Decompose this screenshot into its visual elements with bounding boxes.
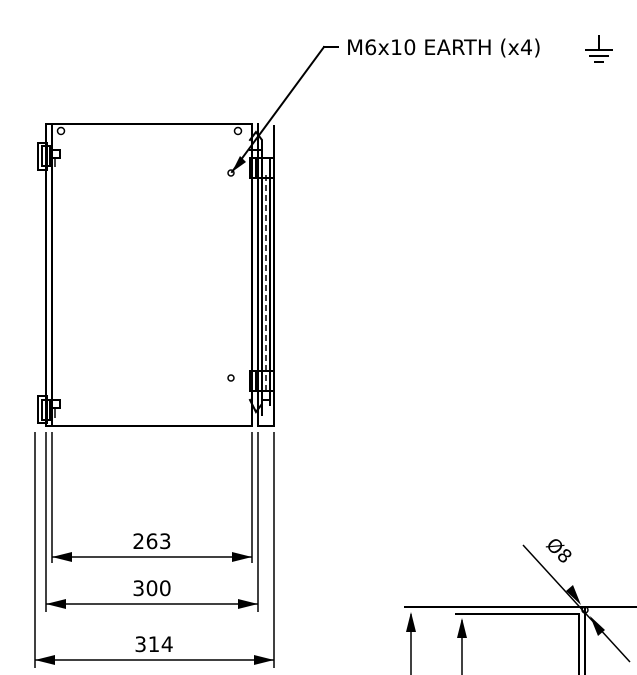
- extension-lines: [34, 432, 275, 668]
- earth-stud-hole: [227, 374, 235, 382]
- earth-callout: M6x10 EARTH (x4): [230, 35, 613, 174]
- mounting-hole: [56, 126, 66, 136]
- panel-outline: [45, 123, 253, 427]
- hole-diameter-label: Ø8: [542, 534, 577, 569]
- left-latch-top: [37, 142, 61, 171]
- dim-300-label: 300: [132, 577, 172, 601]
- earth-ground-icon: [585, 35, 613, 63]
- dim-314-label: 314: [134, 633, 174, 657]
- hole-detail-view: Ø8: [404, 534, 637, 675]
- dimension-263: 263: [52, 530, 252, 562]
- hinge-assembly: [248, 123, 275, 427]
- panel-front-view: [45, 123, 253, 427]
- dim-263-label: 263: [132, 530, 172, 554]
- dimension-300: 300: [46, 577, 258, 609]
- earth-label: M6x10 EARTH (x4): [346, 36, 541, 60]
- earth-stud-hole: [227, 169, 235, 177]
- mounting-hole: [233, 126, 243, 136]
- left-latch-bottom: [37, 395, 61, 424]
- dimension-314: 314: [35, 633, 274, 665]
